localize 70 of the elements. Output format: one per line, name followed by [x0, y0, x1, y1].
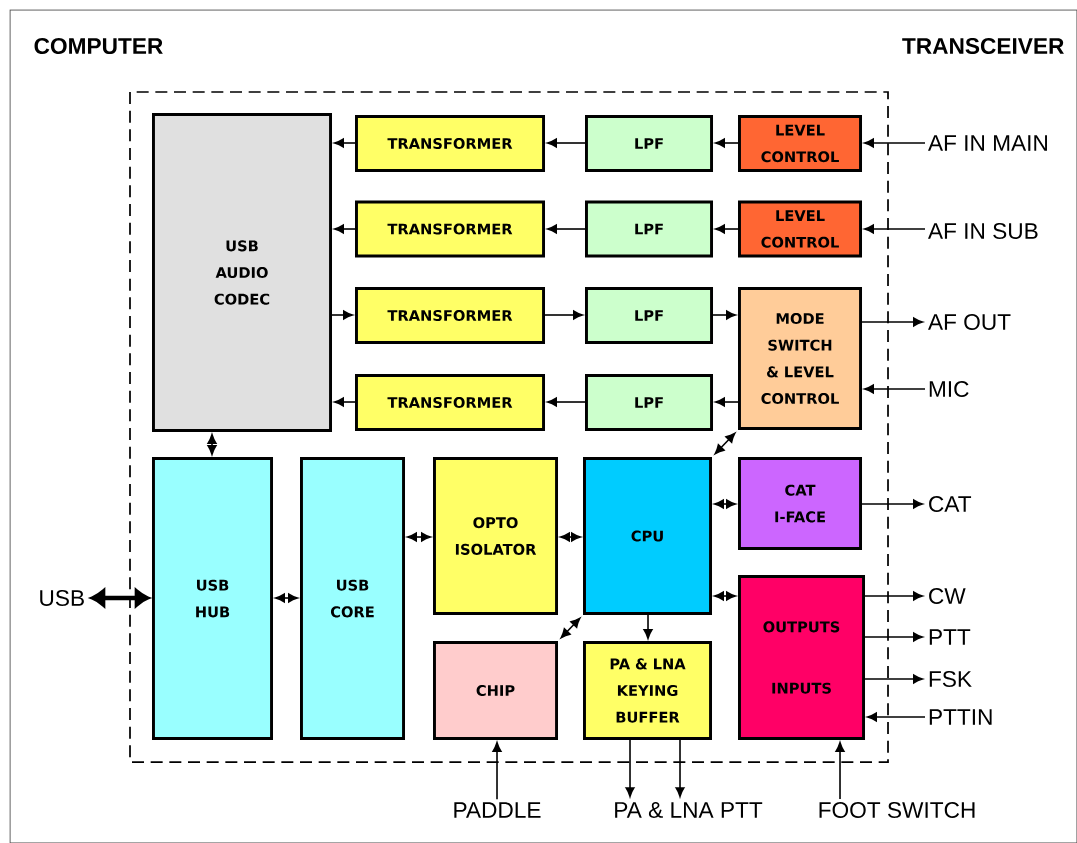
- block-box: TRANSFORMER: [355, 374, 545, 431]
- arrow: [643, 614, 653, 639]
- arrow: [90, 589, 150, 607]
- arrow: [560, 617, 581, 639]
- signal-label: FOOT SWITCH: [819, 802, 975, 819]
- block-box: TRANSFORMER: [355, 287, 545, 344]
- signal-label: CAT: [929, 496, 972, 513]
- signal-label: FSK: [929, 671, 972, 688]
- arrow: [544, 310, 583, 320]
- arrow: [560, 532, 581, 542]
- arrow: [714, 591, 736, 601]
- arrow: [714, 499, 736, 509]
- arrow: [864, 632, 923, 642]
- arrow: [625, 739, 635, 798]
- signal-label: AF IN SUB: [928, 223, 1038, 240]
- arrow: [334, 138, 356, 148]
- arrow: [547, 397, 586, 407]
- arrow: [275, 593, 298, 603]
- block-box: LPF: [585, 287, 713, 344]
- arrow: [331, 310, 353, 320]
- arrow: [712, 310, 736, 320]
- block-box: OUTPUTS INPUTS: [738, 575, 865, 740]
- block-box: USB HUB: [152, 457, 273, 740]
- block-box: TRANSFORMER: [355, 115, 545, 172]
- section-heading: COMPUTER: [34, 38, 163, 55]
- signal-label: PTT: [929, 629, 971, 645]
- arrow: [835, 742, 845, 800]
- signal-label: PTTIN: [929, 709, 992, 725]
- arrow: [407, 532, 431, 542]
- arrow: [714, 432, 736, 455]
- arrow: [861, 317, 923, 327]
- block-box: USB AUDIO CODEC: [152, 113, 332, 432]
- arrow: [864, 384, 926, 394]
- block-box: LEVEL CONTROL: [738, 115, 862, 172]
- arrow: [864, 674, 923, 684]
- signal-label: PA & LNA PTT: [615, 802, 763, 818]
- arrow: [547, 138, 586, 148]
- arrow: [864, 224, 926, 234]
- block-box: LPF: [585, 200, 713, 258]
- block-box: LEVEL CONTROL: [738, 200, 862, 258]
- signal-label: AF OUT: [928, 314, 1011, 331]
- signal-label: PADDLE: [454, 802, 541, 818]
- block-box: MODE SWITCH & LEVEL CONTROL: [738, 287, 862, 430]
- arrow: [675, 739, 685, 798]
- arrow: [207, 434, 217, 455]
- arrow: [861, 499, 923, 509]
- arrow: [867, 712, 926, 722]
- block-box: OPTO ISOLATOR: [433, 457, 558, 615]
- arrow: [492, 742, 502, 801]
- arrow: [715, 138, 739, 148]
- block-box: CHIP: [433, 641, 558, 740]
- arrow: [715, 397, 739, 407]
- arrow: [334, 397, 356, 407]
- arrow: [715, 224, 739, 234]
- signal-label: CW: [929, 588, 966, 605]
- block-box: CAT I-FACE: [738, 457, 862, 550]
- block-box: LPF: [585, 115, 713, 172]
- signal-label: AF IN MAIN: [928, 135, 1047, 151]
- block-box: CPU: [583, 457, 712, 615]
- section-heading: TRANSCEIVER: [902, 38, 1064, 55]
- signal-label: USB: [40, 590, 84, 607]
- arrow: [864, 591, 923, 601]
- arrow: [334, 224, 356, 234]
- arrow: [547, 224, 586, 234]
- block-box: USB CORE: [300, 457, 405, 740]
- signal-label: MIC: [929, 381, 969, 398]
- block-box: TRANSFORMER: [355, 200, 545, 258]
- block-box: LPF: [585, 374, 713, 431]
- arrow: [864, 138, 926, 148]
- block-box: PA & LNA KEYING BUFFER: [583, 641, 712, 740]
